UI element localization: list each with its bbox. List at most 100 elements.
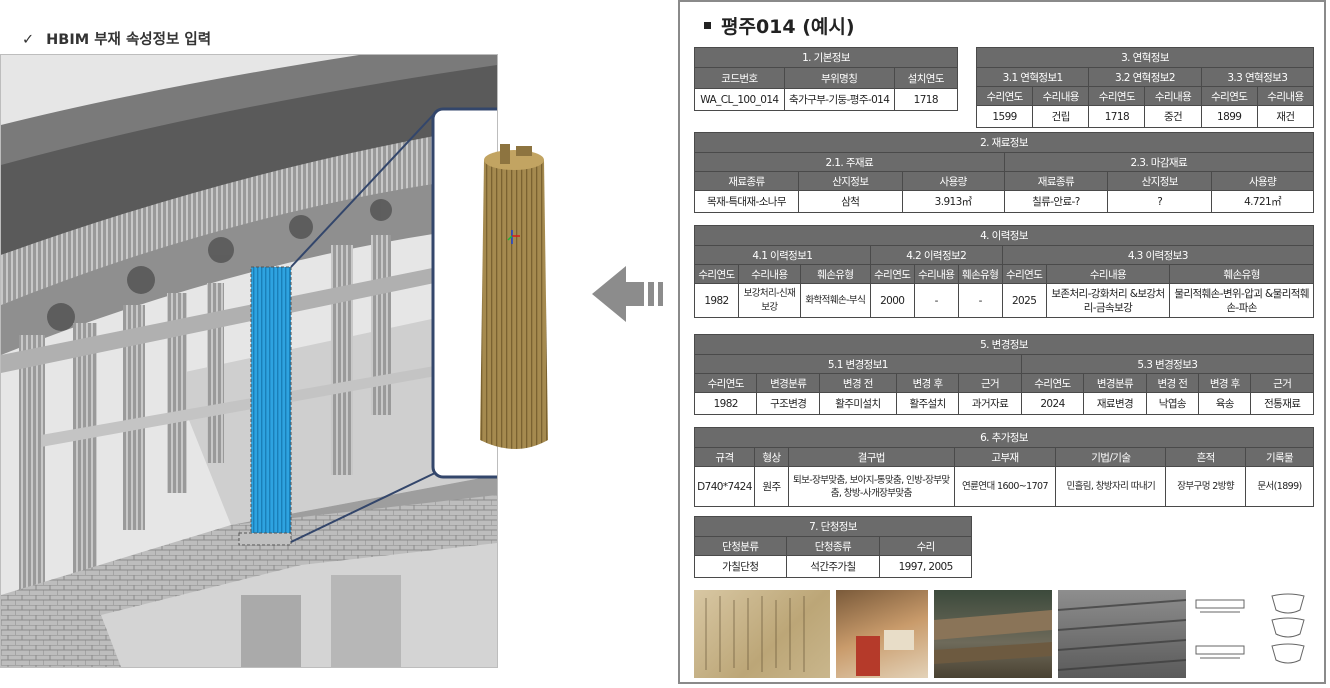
dancheong-col-header: 단청분류 — [694, 536, 787, 556]
repair-cell: - — [957, 283, 1003, 318]
material-col-header: 사용량 — [1211, 171, 1314, 191]
change-col-header: 변경 전 — [1145, 373, 1200, 393]
repair-cell: 1982 — [694, 283, 739, 318]
dancheong-col-header: 단청종류 — [785, 536, 881, 556]
material-col-header: 재료종류 — [694, 171, 799, 191]
panel-title-text: 평주014 (예시) — [721, 16, 855, 38]
basic-col-header: 부위명칭 — [783, 67, 895, 89]
repair-cell: 보존처리-강화처리 &보강처리-금속보강 — [1045, 283, 1171, 318]
repair-group-header: 4.3 이력정보3 — [1001, 245, 1315, 265]
material-group-header: 2.3. 마감재료 — [1003, 152, 1315, 172]
repair-col-header: 수리내용 — [737, 264, 801, 284]
detail-drawing-art — [1195, 593, 1305, 664]
dancheong-cell: 1997, 2005 — [879, 555, 972, 578]
material-col-header: 산지정보 — [797, 171, 903, 191]
basic-cell: WA_CL_100_014 — [694, 88, 785, 111]
history-info-title: 3. 연혁정보 — [976, 47, 1314, 68]
repair-cell: 화학적훼손-부식 — [799, 283, 871, 318]
woodwork-photo-art — [856, 630, 914, 676]
change-col-header: 변경분류 — [756, 373, 820, 393]
material-cell: 삼척 — [797, 190, 903, 213]
model-illustration — [1, 55, 497, 667]
change-cell: 활주미설치 — [818, 392, 897, 415]
repair-group-header: 4.1 이력정보1 — [694, 245, 871, 265]
extra-col-header: 흔적 — [1165, 447, 1247, 467]
dancheong-info-title: 7. 단청정보 — [694, 516, 972, 537]
dancheong-cell: 가칠단청 — [694, 555, 787, 578]
history-group-header: 3.3 연혁정보3 — [1200, 67, 1315, 87]
history-cell: 1718 — [1088, 105, 1146, 128]
check-icon: ✓ — [22, 32, 35, 48]
repair-col-header: 훼손유형 — [1169, 264, 1314, 284]
change-cell: 낙엽송 — [1145, 392, 1200, 415]
change-cell: 2024 — [1020, 392, 1085, 415]
material-cell: ? — [1107, 190, 1213, 213]
change-info-title: 5. 변경정보 — [694, 334, 1314, 355]
change-cell: 과거자료 — [958, 392, 1022, 415]
section-heading-label: HBIM 부재 속성정보 입력 — [46, 32, 212, 48]
material-group-header: 2.1. 주재료 — [694, 152, 1005, 172]
document-photo[interactable] — [694, 590, 830, 678]
repair-group-header: 4.2 이력정보2 — [869, 245, 1003, 265]
panel-title: 평주014 (예시) — [704, 12, 855, 39]
repair-cell: - — [913, 283, 959, 318]
detail-drawing[interactable] — [1192, 590, 1316, 678]
change-cell: 육송 — [1198, 392, 1252, 415]
basic-cell: 1718 — [893, 88, 959, 111]
document-photo-art — [705, 596, 805, 672]
history-cell: 건립 — [1032, 105, 1090, 128]
change-cell: 구조변경 — [756, 392, 820, 415]
repair-cell: 2025 — [1001, 283, 1047, 318]
hbim-model-view[interactable] — [0, 54, 498, 668]
history-col-header: 수리내용 — [1144, 86, 1202, 106]
change-cell: 전통재료 — [1250, 392, 1314, 415]
woodwork-photo[interactable] — [836, 590, 928, 678]
repair-cell: 2000 — [869, 283, 915, 318]
beam-photo[interactable] — [934, 590, 1052, 678]
history-cell: 중건 — [1144, 105, 1202, 128]
roof-tile-photo-art — [1058, 599, 1186, 671]
history-col-header: 수리내용 — [1256, 86, 1315, 106]
extra-cell: 문서(1899) — [1245, 466, 1314, 507]
repair-cell: 물리적훼손-변위-압괴 &물리적훼손-파손 — [1169, 283, 1314, 318]
material-cell: 3.913㎥ — [901, 190, 1005, 213]
roof-tile-photo[interactable] — [1058, 590, 1186, 678]
repair-col-header: 훼손유형 — [957, 264, 1003, 284]
extra-col-header: 기법/기술 — [1055, 447, 1167, 467]
change-col-header: 변경 후 — [1198, 373, 1252, 393]
material-col-header: 산지정보 — [1107, 171, 1213, 191]
extra-col-header: 기록물 — [1245, 447, 1314, 467]
extra-col-header: 형상 — [753, 447, 789, 467]
extra-col-header: 고부재 — [953, 447, 1057, 467]
dancheong-col-header: 수리 — [879, 536, 972, 556]
history-col-header: 수리연도 — [1200, 86, 1258, 106]
history-cell: 1899 — [1200, 105, 1258, 128]
repair-col-header: 훼손유형 — [799, 264, 871, 284]
extra-col-header: 결구법 — [787, 447, 955, 467]
repair-col-header: 수리연도 — [1001, 264, 1047, 284]
change-col-header: 수리연도 — [1020, 373, 1085, 393]
basic-cell: 축가구부-기둥-평주-014 — [783, 88, 895, 111]
repair-col-header: 수리연도 — [869, 264, 915, 284]
history-cell: 1599 — [975, 105, 1034, 128]
change-cell: 활주설치 — [895, 392, 960, 415]
material-col-header: 재료종류 — [1003, 171, 1109, 191]
material-col-header: 사용량 — [901, 171, 1005, 191]
extra-cell: 퇴보-장부맞춤, 보아지-통맞춤, 인방-장부맞춤, 창방-사개장부맞춤 — [787, 466, 955, 507]
change-col-header: 변경 전 — [818, 373, 897, 393]
history-col-header: 수리연도 — [1088, 86, 1146, 106]
change-col-header: 수리연도 — [693, 373, 758, 393]
change-group-header: 5.1 변경정보1 — [694, 354, 1022, 374]
history-col-header: 수리연도 — [975, 86, 1034, 106]
extra-cell: 민흘림, 창방자리 따내기 — [1055, 466, 1167, 507]
dancheong-cell: 석간주가칠 — [785, 555, 881, 578]
material-info-title: 2. 재료정보 — [694, 132, 1314, 153]
change-col-header: 근거 — [958, 373, 1022, 393]
